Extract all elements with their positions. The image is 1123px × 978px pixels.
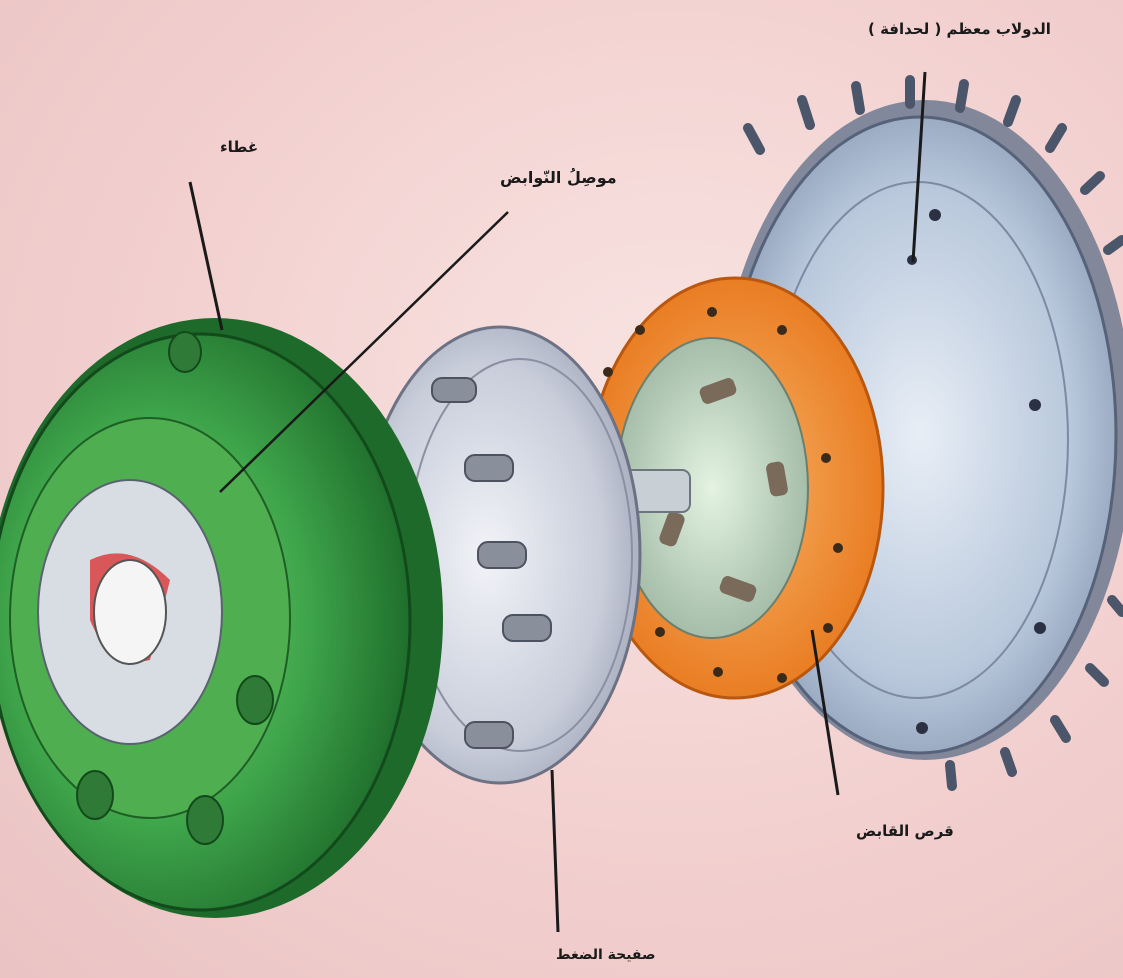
label-springs: موصِلُ النّوابض <box>500 168 617 187</box>
clutch-cover <box>0 318 443 918</box>
label-flywheel: الدولاب معظم ( لحدافة ) <box>868 20 1051 38</box>
cover-center-hole <box>94 560 166 664</box>
label-cover: غطاء <box>220 138 258 156</box>
label-pressure-plate: صفيحة الضغط <box>556 947 656 963</box>
leader-plate <box>552 770 558 932</box>
leader-cover <box>190 182 222 330</box>
label-clutch-disc: قرص القابض <box>856 822 954 840</box>
